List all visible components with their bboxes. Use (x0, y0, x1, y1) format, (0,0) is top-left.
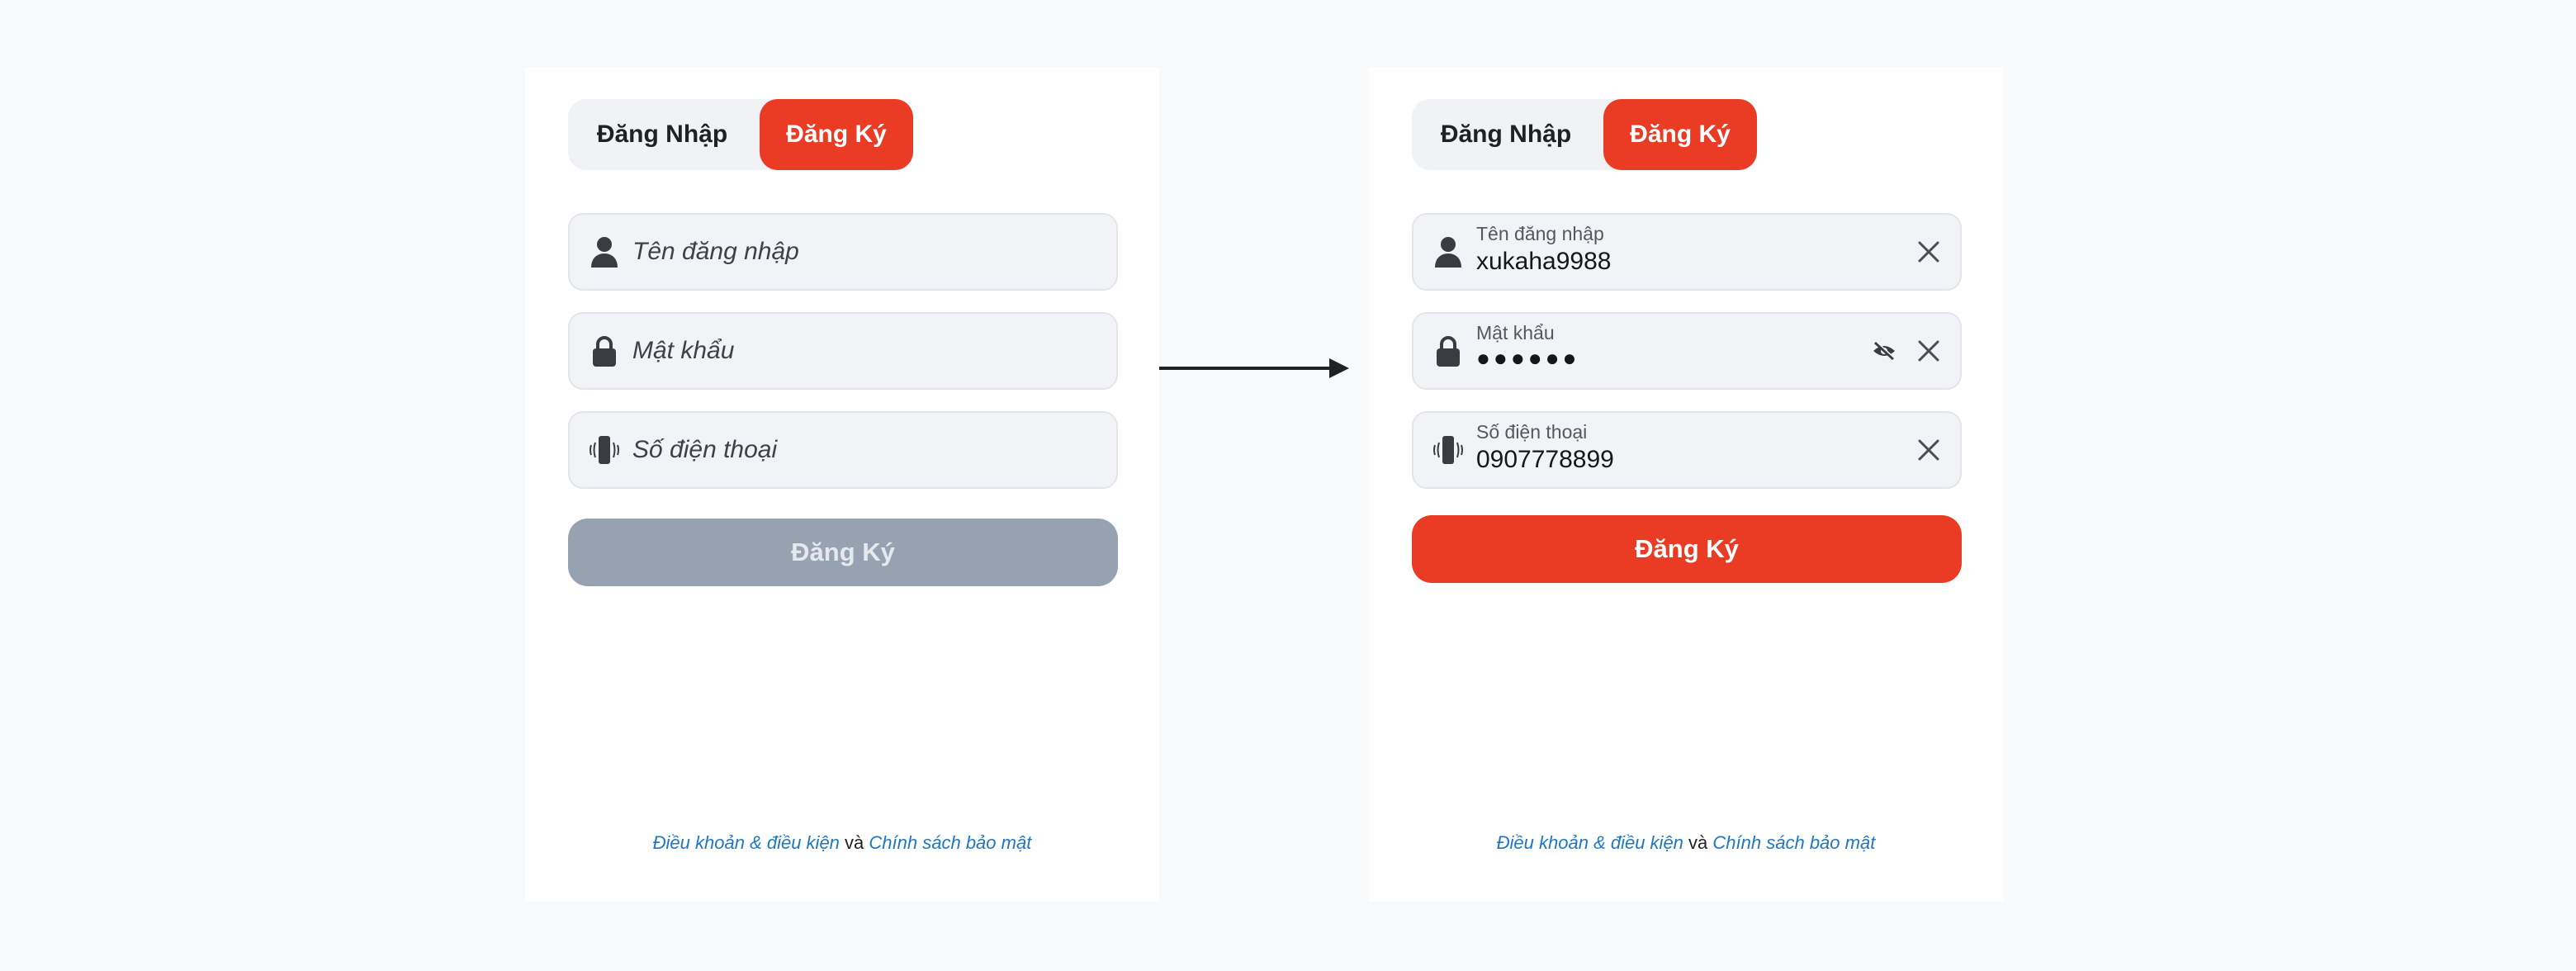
clear-phone-button[interactable] (1912, 433, 1945, 467)
register-form-filled: Đăng Nhập Đăng Ký Tên đăng nhập xukaha99… (1369, 68, 2003, 902)
toggle-password-visibility-button[interactable] (1868, 334, 1901, 367)
register-form-empty: Đăng Nhập Đăng Ký Đăng Ký Điều khoản & đ… (525, 68, 1159, 902)
lock-icon (1432, 334, 1465, 367)
close-icon (1918, 439, 1939, 461)
lock-icon (588, 334, 621, 367)
terms-footer: Điều khoản & điều kiện và Chính sách bảo… (1369, 832, 2003, 854)
password-field[interactable] (568, 312, 1118, 390)
privacy-link[interactable]: Chính sách bảo mật (1712, 832, 1876, 853)
password-value[interactable]: ●●●●●● (1476, 345, 1580, 371)
clear-password-button[interactable] (1912, 334, 1945, 367)
username-value[interactable]: xukaha9988 (1476, 248, 1612, 275)
username-input[interactable] (632, 215, 1095, 289)
privacy-link[interactable]: Chính sách bảo mật (869, 832, 1032, 853)
register-button[interactable]: Đăng Ký (568, 519, 1118, 586)
phone-vibrate-icon (588, 433, 621, 467)
tab-login[interactable]: Đăng Nhập (1440, 121, 1572, 148)
terms-connector: và (845, 832, 864, 853)
user-icon (1432, 235, 1465, 268)
phone-label: Số điện thoại (1476, 421, 1588, 443)
phone-input[interactable] (632, 413, 1095, 487)
username-label: Tên đăng nhập (1476, 223, 1604, 244)
terms-connector: và (1688, 832, 1708, 853)
username-field[interactable]: Tên đăng nhập xukaha9988 (1412, 213, 1962, 291)
eye-off-icon (1873, 341, 1896, 361)
terms-link[interactable]: Điều khoản & điều kiện (652, 832, 840, 853)
close-icon (1918, 340, 1939, 362)
password-field[interactable]: Mật khẩu ●●●●●● (1412, 312, 1962, 390)
user-icon (588, 235, 621, 268)
phone-value[interactable]: 0907778899 (1476, 446, 1614, 473)
tab-login[interactable]: Đăng Nhập (596, 121, 728, 148)
password-input[interactable] (632, 314, 1095, 388)
auth-tabs: Đăng Nhập Đăng Ký (568, 99, 913, 170)
phone-field[interactable] (568, 411, 1118, 489)
tab-register[interactable]: Đăng Ký (1603, 99, 1757, 170)
clear-username-button[interactable] (1912, 235, 1945, 268)
phone-field[interactable]: Số điện thoại 0907778899 (1412, 411, 1962, 489)
phone-vibrate-icon (1432, 433, 1465, 467)
close-icon (1918, 241, 1939, 263)
terms-footer: Điều khoản & điều kiện và Chính sách bảo… (525, 832, 1159, 854)
arrow-right-icon (1159, 358, 1349, 378)
password-label: Mật khẩu (1476, 322, 1555, 343)
tab-register[interactable]: Đăng Ký (760, 99, 913, 170)
auth-tabs: Đăng Nhập Đăng Ký (1412, 99, 1757, 170)
register-button[interactable]: Đăng Ký (1412, 515, 1962, 583)
terms-link[interactable]: Điều khoản & điều kiện (1496, 832, 1683, 853)
username-field[interactable] (568, 213, 1118, 291)
